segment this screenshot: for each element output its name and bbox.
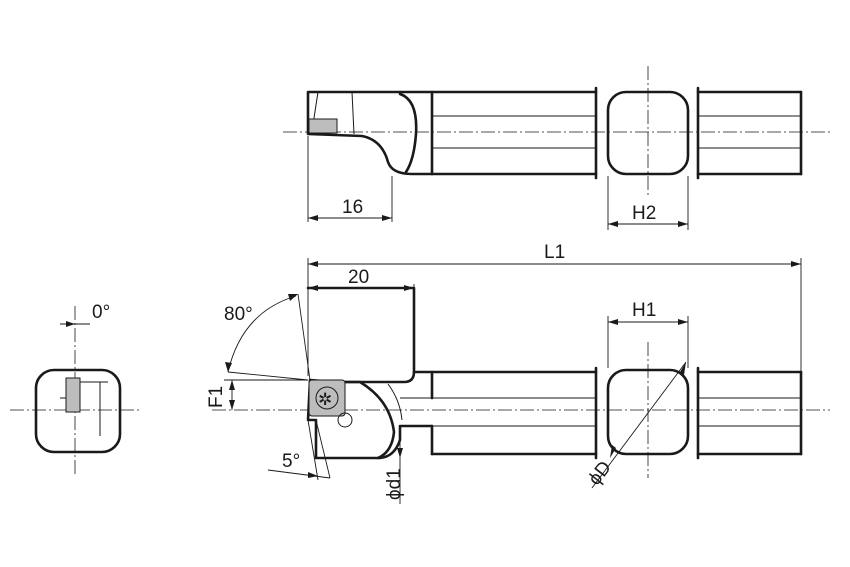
side-section-octagon <box>34 368 122 454</box>
top-head-outline <box>306 90 434 176</box>
top-view: 16 H2 <box>283 66 830 230</box>
dim-80deg-label: 80° <box>224 304 253 325</box>
dim-L1: L1 <box>307 242 802 376</box>
side-insert <box>65 377 81 413</box>
dim-d1-label: ϕd1 <box>384 468 405 500</box>
front-view: ✲ 20 H1 ϕD <box>206 267 830 504</box>
top-insert <box>308 118 338 134</box>
front-insert <box>308 379 346 417</box>
circle-icon <box>337 412 353 428</box>
dim-L1-label: L1 <box>544 242 565 263</box>
dim-F1-label: F1 <box>206 386 227 408</box>
side-view: 0° <box>10 302 140 476</box>
dim-20-label: 20 <box>348 267 369 288</box>
dim-0deg-label: 0° <box>92 302 110 323</box>
dim-H2-label: H2 <box>632 203 656 224</box>
dim-5deg-label: 5° <box>282 451 300 472</box>
dim-H1-label: H1 <box>632 300 656 321</box>
torx-screw-icon: ✲ <box>318 390 332 409</box>
dim-16-label: 16 <box>342 197 363 218</box>
